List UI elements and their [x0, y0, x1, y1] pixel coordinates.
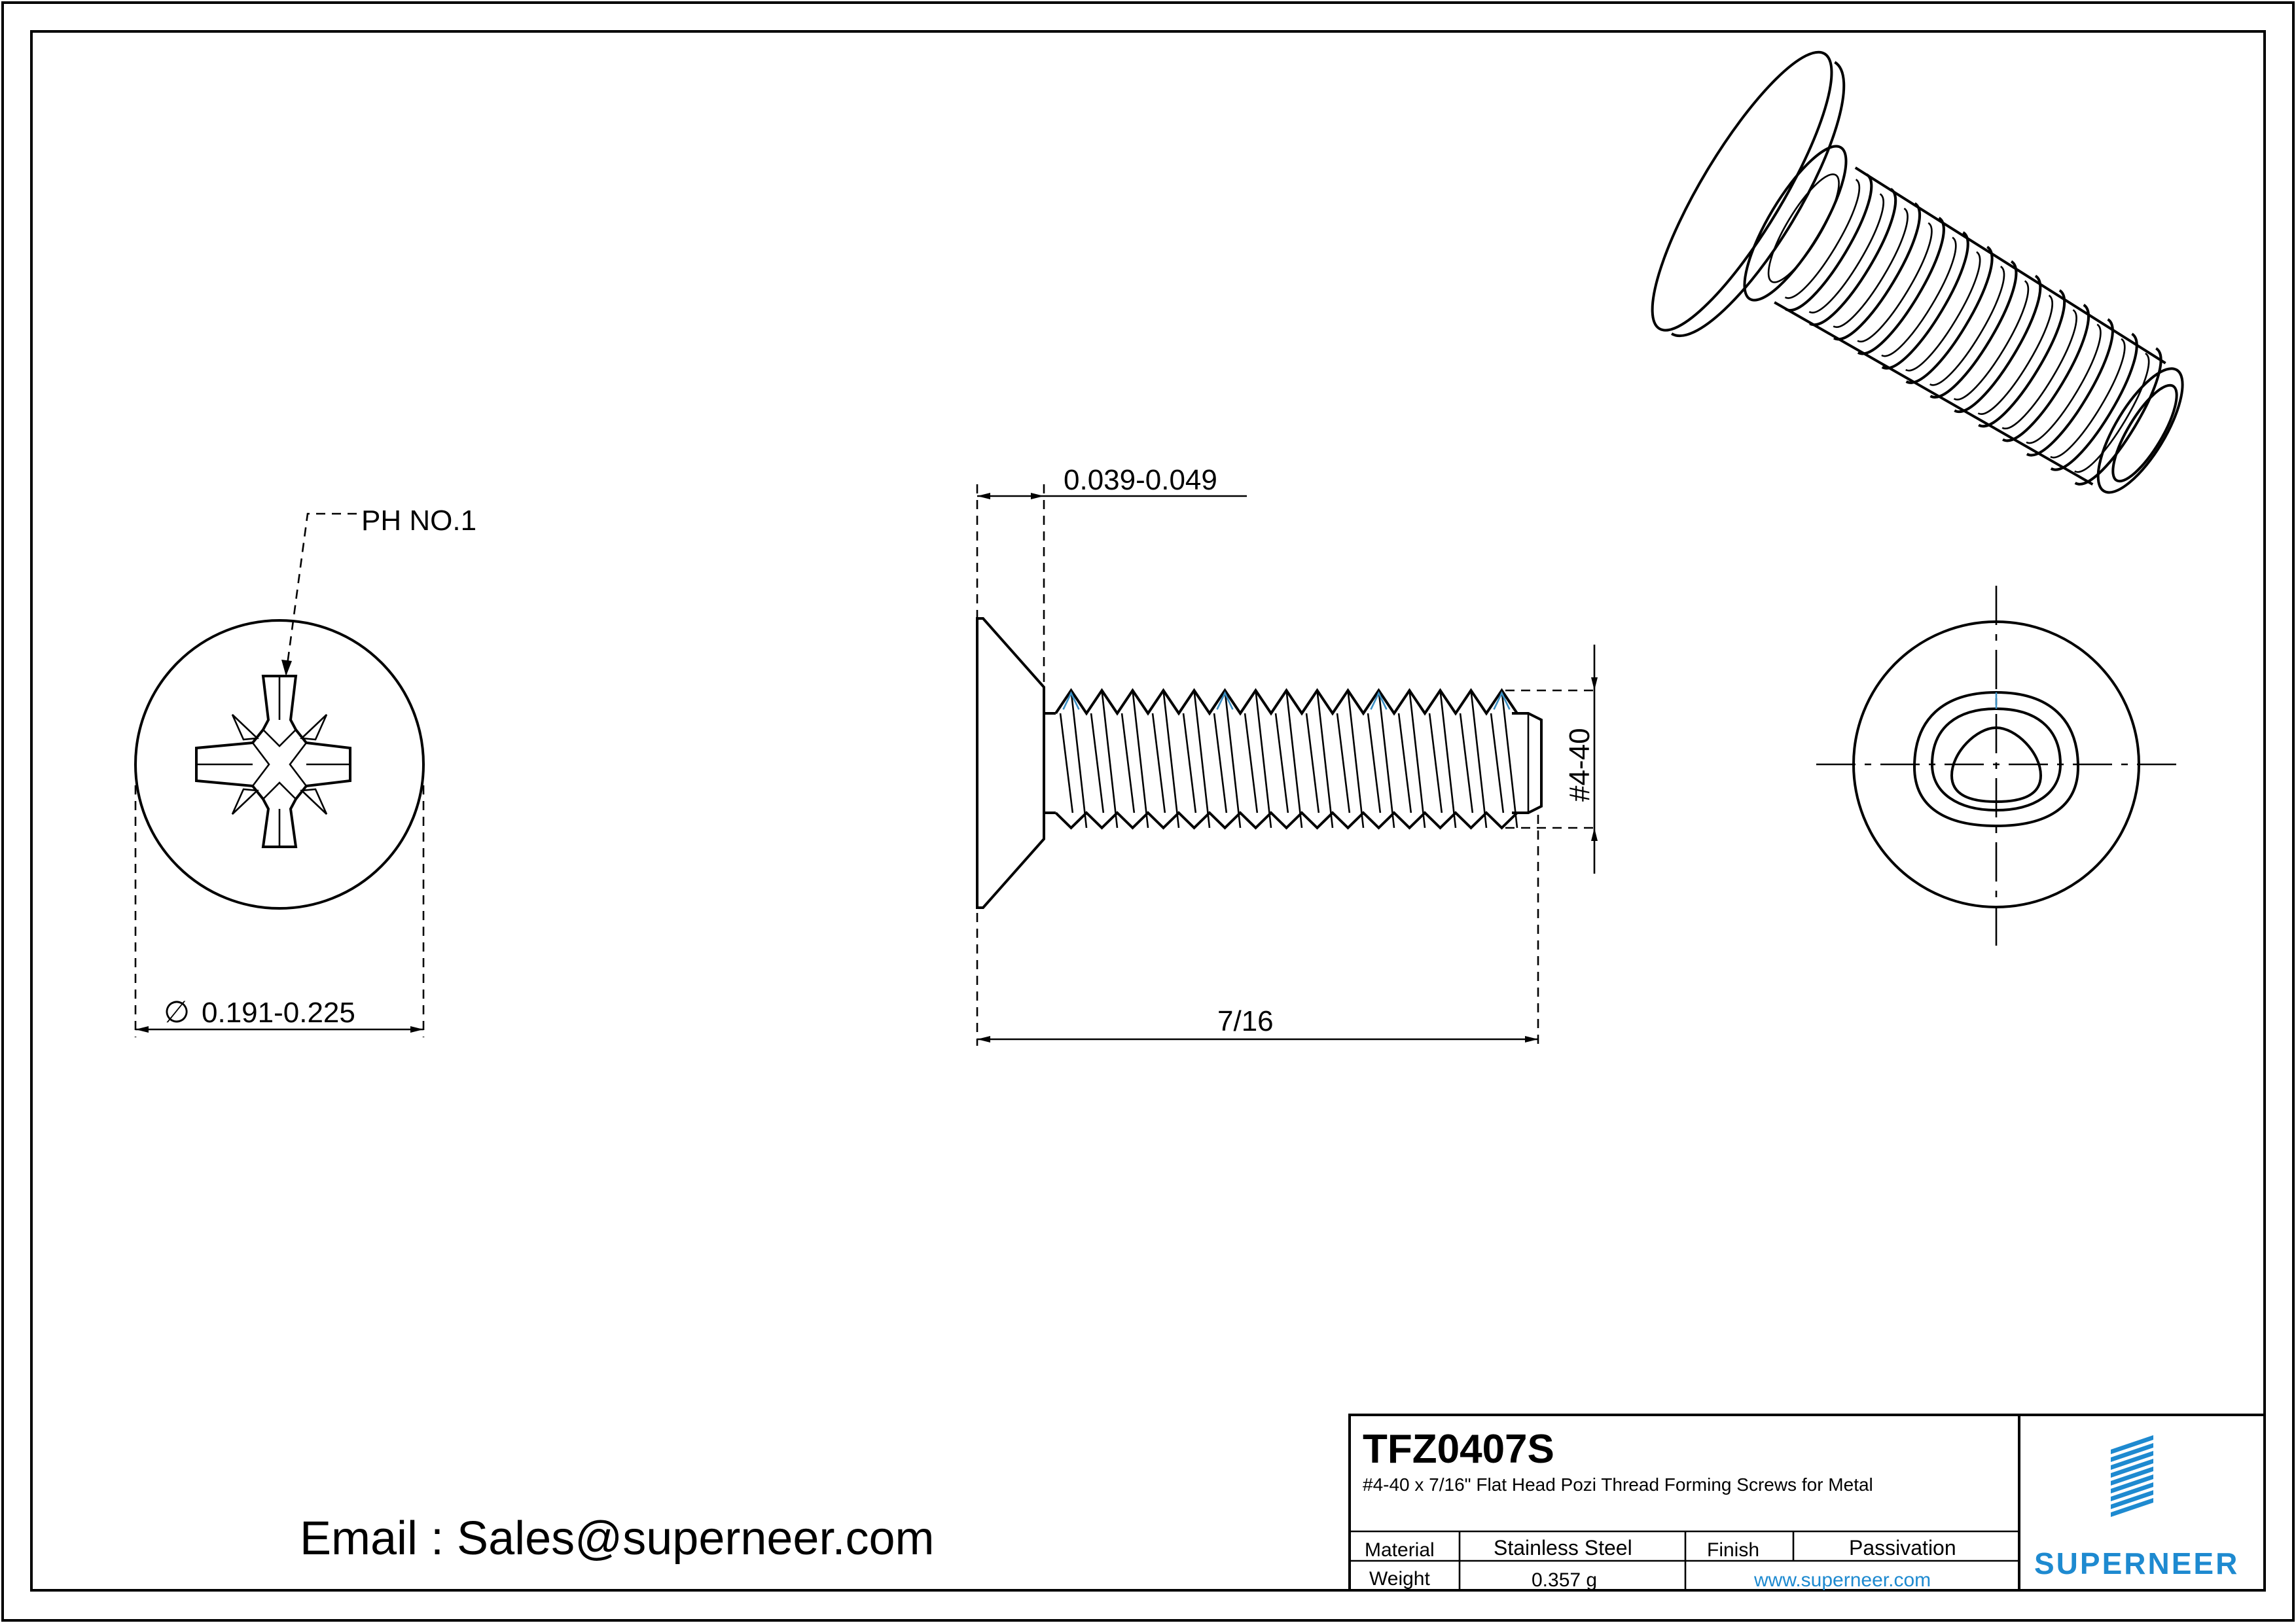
- part-number: TFZ0407S: [1363, 1427, 1554, 1472]
- material-label: Material: [1365, 1539, 1435, 1561]
- finish-value: Passivation: [1849, 1536, 1956, 1560]
- head-height-dimension: [976, 484, 1247, 687]
- thread-size-label: #4-40: [1564, 728, 1596, 802]
- contact-email: Email : Sales@superneer.com: [300, 1512, 935, 1565]
- head-height-label: 0.039-0.049: [1064, 464, 1217, 496]
- superneer-logo: SUPERNEER: [2034, 1435, 2239, 1580]
- drive-callout: PH NO.1: [361, 505, 476, 537]
- material-value: Stainless Steel: [1494, 1536, 1632, 1560]
- screw-isometric-view: [1651, 50, 2184, 494]
- screw-end-view: [1816, 586, 2176, 946]
- screw-side-view: [976, 617, 1543, 909]
- logo-wordmark: SUPERNEER: [2034, 1546, 2239, 1580]
- title-block: [1348, 1414, 2266, 1592]
- inner-border: [30, 30, 2266, 1592]
- length-label: 7/16: [1217, 1005, 1274, 1037]
- diameter-symbol: ∅: [164, 995, 190, 1029]
- website-link[interactable]: www.superneer.com: [1753, 1569, 1931, 1591]
- part-description: #4-40 x 7/16" Flat Head Pozi Thread Form…: [1363, 1474, 1873, 1495]
- length-dimension: [976, 815, 1539, 1046]
- thread-size-dimension: [1505, 645, 1598, 874]
- weight-value: 0.357 g: [1532, 1569, 1597, 1591]
- head-diameter-label: 0.191-0.225: [202, 997, 355, 1029]
- head-diameter-dimension: [134, 785, 425, 1037]
- drive-callout-leader: [281, 512, 357, 676]
- head-top-view: [134, 619, 425, 910]
- weight-label: Weight: [1369, 1568, 1430, 1590]
- finish-label: Finish: [1707, 1539, 1759, 1561]
- pozi-recess: [195, 675, 351, 848]
